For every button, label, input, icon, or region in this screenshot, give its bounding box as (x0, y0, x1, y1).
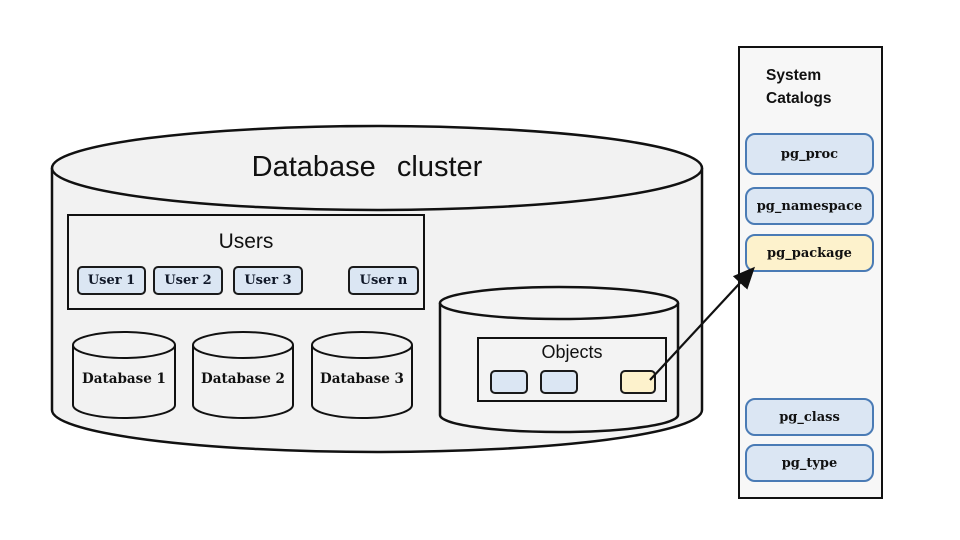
object-chip-blue-2 (540, 370, 578, 394)
catalog-pg-namespace: pg_namespace (745, 187, 874, 225)
objects-cylinder (438, 285, 680, 434)
catalog-pg-type: pg_type (745, 444, 874, 482)
database-1-cylinder (72, 331, 176, 419)
user-n-node: User n (348, 266, 419, 295)
object-chip-yellow (620, 370, 656, 394)
system-catalogs-title: System Catalogs (766, 64, 831, 110)
database-3-cylinder (311, 331, 413, 419)
catalog-pg-proc: pg_proc (745, 133, 874, 175)
catalog-pg-class: pg_class (745, 398, 874, 436)
system-catalogs-title-line1: System (766, 67, 822, 84)
cluster-title: Database cluster (251, 151, 483, 183)
database-3-label: Database 3 (320, 371, 404, 387)
database-2-cylinder (192, 331, 294, 419)
user-1-node: User 1 (77, 266, 146, 295)
database-1-label: Database 1 (82, 371, 166, 387)
system-catalogs-panel: System Catalogs pg_proc pg_namespace pg_… (738, 46, 883, 499)
object-chip-blue-1 (490, 370, 528, 394)
users-group-title: Users (218, 230, 274, 253)
catalog-pg-package: pg_package (745, 234, 874, 272)
database-2-label: Database 2 (201, 371, 285, 387)
system-catalogs-title-line2: Catalogs (766, 90, 832, 107)
objects-group-title: Objects (541, 342, 603, 362)
users-group-box: Users User 1 User 2 User 3 User n (67, 214, 425, 310)
objects-group-box: Objects (477, 337, 667, 402)
user-3-node: User 3 (233, 266, 303, 295)
user-2-node: User 2 (153, 266, 223, 295)
